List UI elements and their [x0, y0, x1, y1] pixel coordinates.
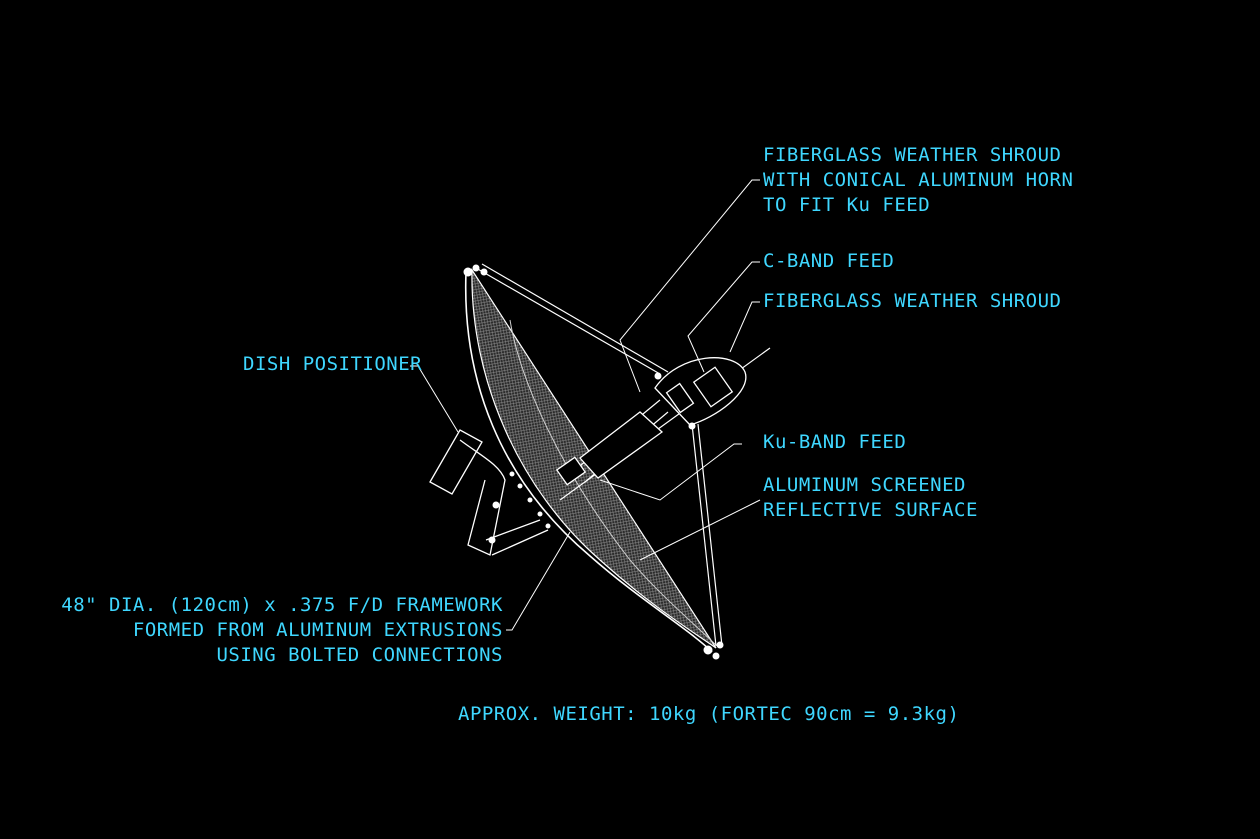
- ku-shroud-label-line-3: TO FIT Ku FEED: [763, 194, 931, 216]
- screened-surface-label-line-2: REFLECTIVE SURFACE: [763, 499, 978, 521]
- reflector-rib: [509, 319, 717, 646]
- c-band-feed-shroud: [654, 357, 747, 426]
- bolt-fittings: [463, 264, 724, 660]
- ku-shroud-label-line-1: FIBERGLASS WEATHER SHROUD: [763, 144, 1062, 166]
- framework-label-line-1: 48" DIA. (120cm) x .375 F/D FRAMEWORK: [61, 594, 503, 616]
- ku-shroud-label-line-2: WITH CONICAL ALUMINUM HORN: [763, 169, 1074, 191]
- ku-band-feed-horn: [555, 411, 664, 486]
- ku-band-feed-label: Ku-BAND FEED: [763, 431, 907, 453]
- feed-support-struts: [475, 263, 723, 647]
- c-band-feed-label: C-BAND FEED: [763, 250, 895, 272]
- fiberglass-shroud-label: FIBERGLASS WEATHER SHROUD: [763, 290, 1062, 312]
- dish-positioner-label: DISH POSITIONER: [243, 353, 423, 375]
- framework-label-line-2: FORMED FROM ALUMINUM EXTRUSIONS: [132, 619, 503, 641]
- dish-rim: [464, 271, 713, 653]
- framework-label-line-3: USING BOLTED CONNECTIONS: [216, 644, 503, 666]
- leader-lines: [410, 179, 761, 631]
- screened-surface-label-line-1: ALUMINUM SCREENED: [763, 474, 966, 496]
- weight-note: APPROX. WEIGHT: 10kg (FORTEC 90cm = 9.3k…: [458, 703, 960, 725]
